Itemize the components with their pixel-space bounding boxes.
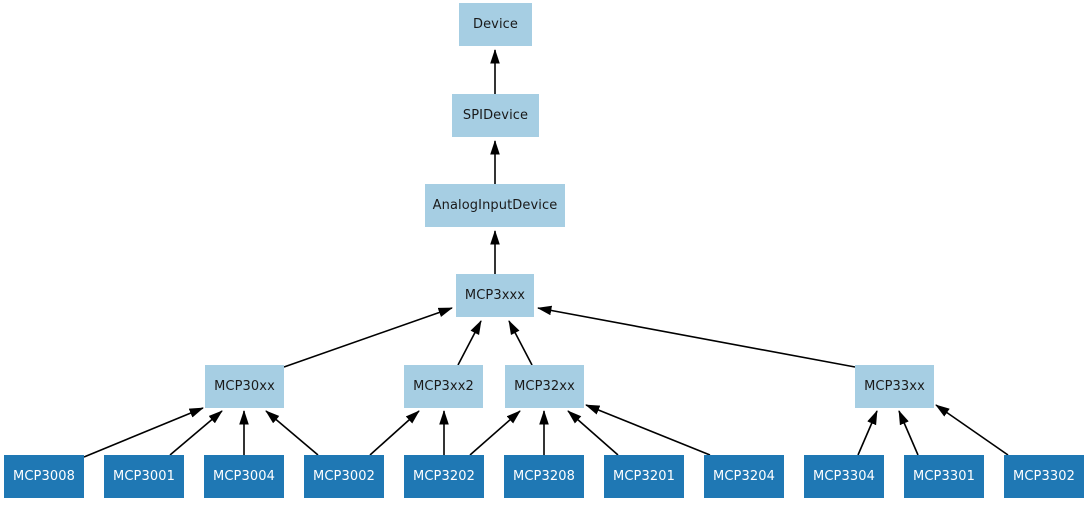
class-node-mcp3004[interactable]: MCP3004 — [204, 455, 284, 498]
class-node-label: MCP32xx — [514, 379, 575, 394]
class-node-label: MCP3208 — [513, 469, 575, 484]
class-node-mcp3xxx[interactable]: MCP3xxx — [456, 274, 534, 317]
class-node-label: MCP33xx — [864, 379, 925, 394]
edge-mcp33xx-to-mcp3xxx — [537, 305, 856, 368]
class-node-label: MCP3202 — [413, 469, 475, 484]
edge-mcp3008-to-mcp30xx — [83, 407, 204, 458]
class-node-label: MCP3008 — [13, 469, 75, 484]
class-node-label: MCP3301 — [913, 469, 975, 484]
class-node-mcp3001[interactable]: MCP3001 — [104, 455, 184, 498]
edge-mcp3002-to-mcp30xx — [265, 410, 319, 456]
class-node-label: AnalogInputDevice — [432, 198, 558, 213]
class-node-mcp3302[interactable]: MCP3302 — [1004, 455, 1084, 498]
class-node-label: Device — [472, 17, 519, 32]
class-node-analoginputdevice[interactable]: AnalogInputDevice — [425, 184, 565, 227]
edge-mcp32xx-to-mcp3xxx — [508, 320, 533, 366]
edge-mcp30xx-to-mcp3xxx — [283, 307, 453, 368]
edge-mcp3204-to-mcp32xx — [585, 404, 711, 456]
class-node-mcp3201[interactable]: MCP3201 — [604, 455, 684, 498]
class-node-label: SPIDevice — [462, 108, 529, 123]
class-node-label: MCP3201 — [613, 469, 675, 484]
edge-mcp3301-to-mcp33xx — [898, 410, 919, 456]
edge-mcp3001-to-mcp30xx — [169, 410, 223, 456]
class-node-mcp30xx[interactable]: MCP30xx — [205, 365, 284, 408]
edge-mcp3202-to-mcp32xx — [469, 410, 521, 456]
class-node-label: MCP3xx2 — [413, 379, 474, 394]
class-node-label: MCP3304 — [813, 469, 875, 484]
class-node-label: MCP3204 — [713, 469, 775, 484]
class-node-mcp3301[interactable]: MCP3301 — [904, 455, 984, 498]
edge-mcp3xx2-to-mcp3xxx — [457, 320, 482, 366]
class-node-mcp3304[interactable]: MCP3304 — [804, 455, 884, 498]
class-node-label: MCP30xx — [214, 379, 275, 394]
edge-mcp3201-to-mcp32xx — [567, 410, 619, 456]
class-node-label: MCP3004 — [213, 469, 275, 484]
class-node-label: MCP3xxx — [464, 288, 526, 303]
edge-mcp3304-to-mcp33xx — [857, 410, 878, 456]
class-node-mcp3002[interactable]: MCP3002 — [304, 455, 384, 498]
class-node-mcp32xx[interactable]: MCP32xx — [505, 365, 584, 408]
class-node-mcp33xx[interactable]: MCP33xx — [855, 365, 934, 408]
class-node-spidevice[interactable]: SPIDevice — [452, 94, 539, 137]
class-node-label: MCP3302 — [1013, 469, 1075, 484]
class-node-mcp3208[interactable]: MCP3208 — [504, 455, 584, 498]
edge-mcp3002-to-mcp3xx2 — [369, 410, 420, 456]
class-node-mcp3202[interactable]: MCP3202 — [404, 455, 484, 498]
class-node-mcp3xx2[interactable]: MCP3xx2 — [404, 365, 483, 408]
class-node-device[interactable]: Device — [459, 3, 532, 46]
edge-mcp3302-to-mcp33xx — [935, 404, 1009, 456]
class-node-mcp3008[interactable]: MCP3008 — [4, 455, 84, 498]
class-node-mcp3204[interactable]: MCP3204 — [704, 455, 784, 498]
class-node-label: MCP3002 — [313, 469, 375, 484]
class-node-label: MCP3001 — [113, 469, 175, 484]
